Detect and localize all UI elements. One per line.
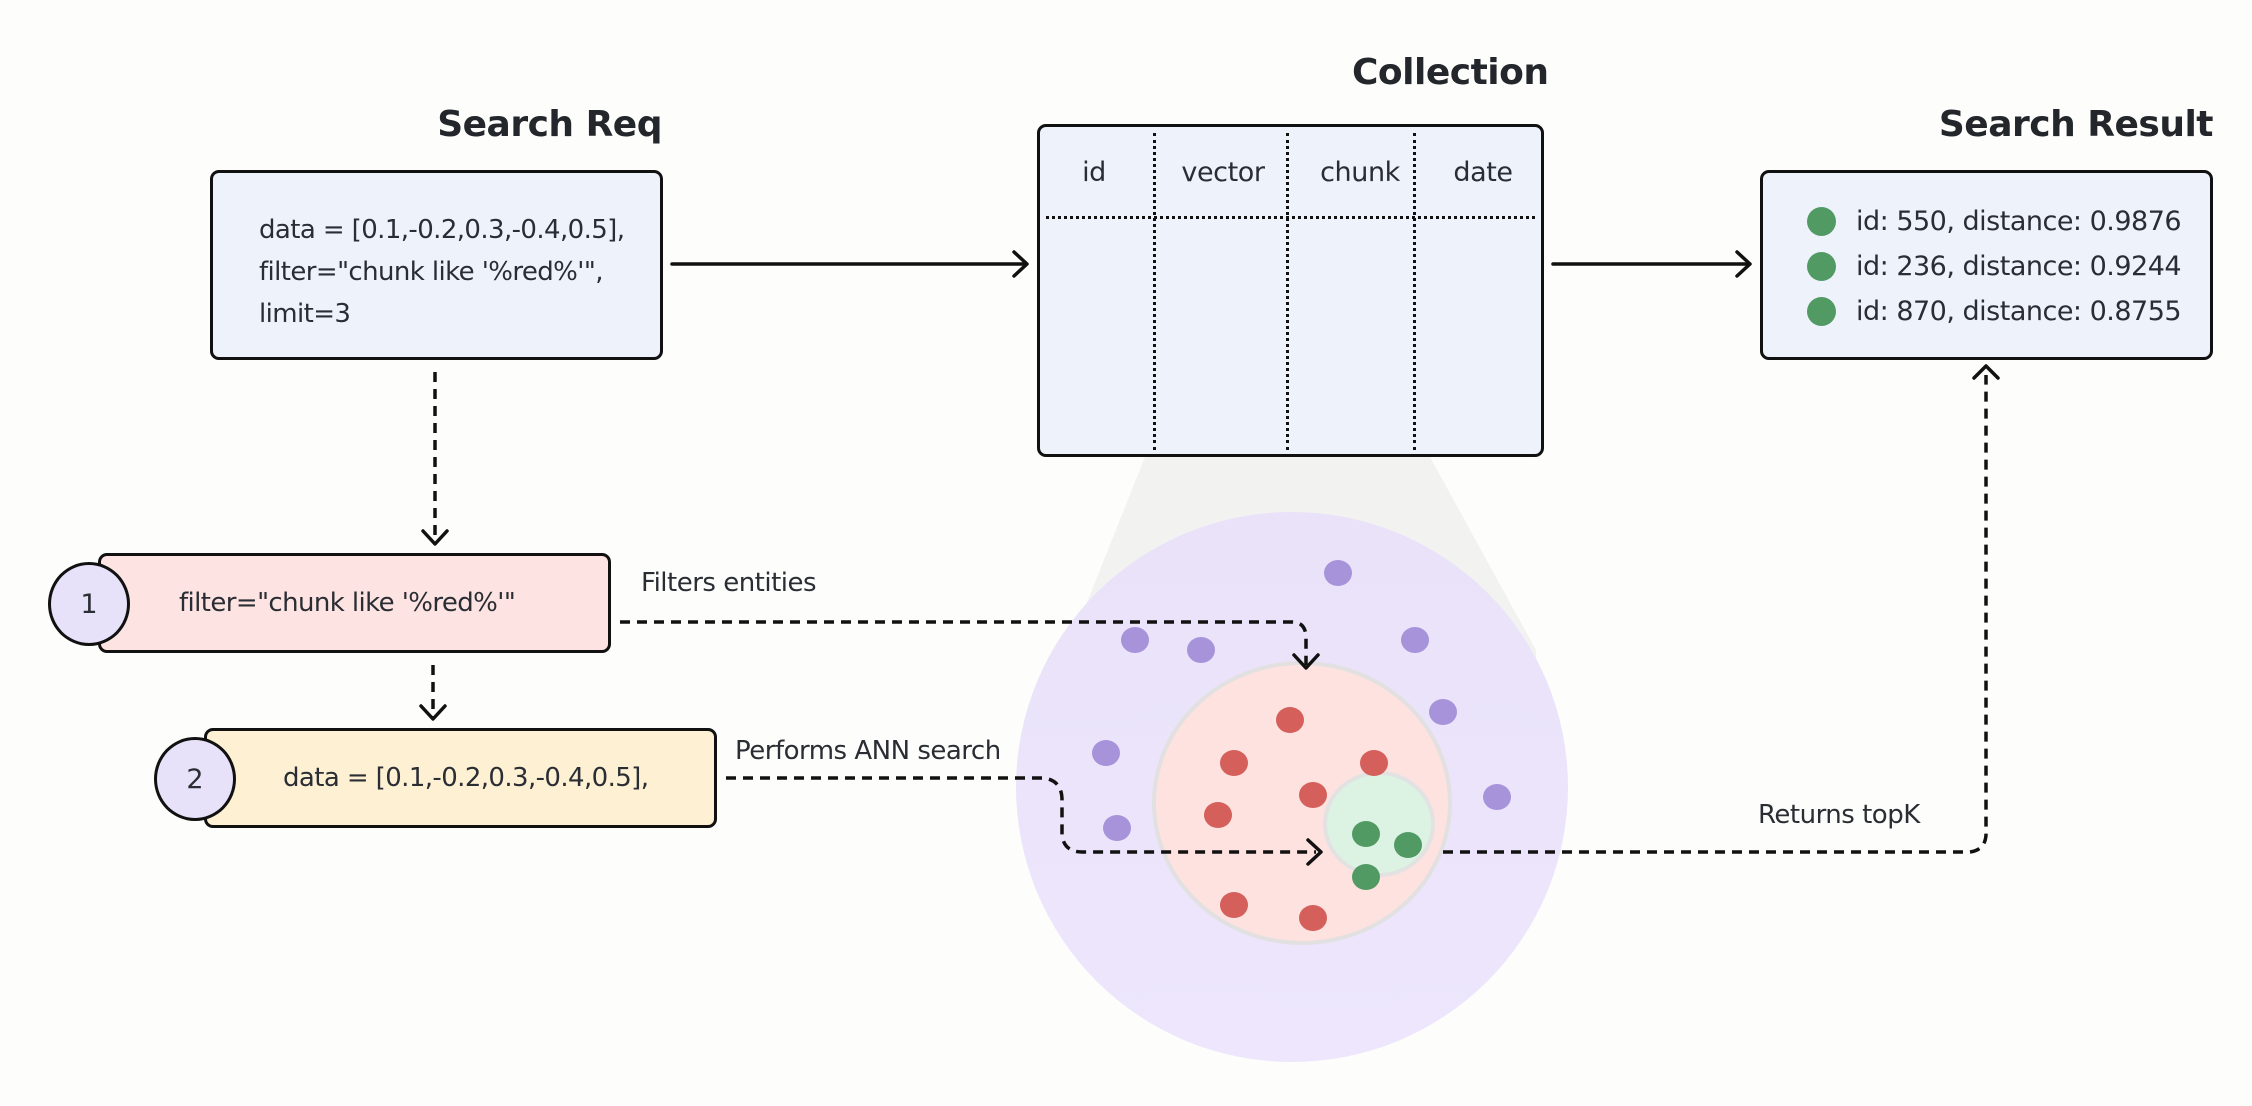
step1-text: filter="chunk like '%red%'" bbox=[179, 588, 516, 618]
header-divider bbox=[1046, 216, 1535, 219]
request-data-line: data = [0.1,-0.2,0.3,-0.4,0.5], bbox=[259, 215, 625, 245]
search-request-title: Search Req bbox=[437, 104, 662, 145]
column-header-id: id bbox=[1082, 157, 1106, 188]
search-result-title: Search Result bbox=[1938, 104, 2214, 145]
step2-ann-box: data = [0.1,-0.2,0.3,-0.4,0.5], bbox=[204, 728, 717, 828]
filtered-entity-dot bbox=[1299, 782, 1327, 808]
entity-dot bbox=[1092, 740, 1120, 766]
vector-space-topk-region bbox=[1323, 771, 1435, 877]
column-header-vector: vector bbox=[1181, 157, 1265, 188]
filtered-entity-dot bbox=[1220, 750, 1248, 776]
arrowhead-step1 bbox=[421, 529, 449, 546]
filtered-entity-dot bbox=[1360, 750, 1388, 776]
request-limit-line: limit=3 bbox=[259, 299, 351, 329]
result-text: id: 236, distance: 0.9244 bbox=[1856, 251, 2182, 282]
entity-dot bbox=[1103, 815, 1131, 841]
filtered-entity-dot bbox=[1276, 707, 1304, 733]
arrow-request-to-collection bbox=[670, 250, 1029, 278]
result-text: id: 550, distance: 0.9876 bbox=[1856, 206, 2182, 237]
result-text: id: 870, distance: 0.8755 bbox=[1856, 296, 2182, 327]
arrow-topk-to-result bbox=[1443, 375, 1988, 854]
step2-number-badge: 2 bbox=[154, 737, 236, 821]
result-item: id: 236, distance: 0.9244 bbox=[1807, 244, 2210, 289]
result-item: id: 870, distance: 0.8755 bbox=[1807, 289, 2210, 334]
arrow-collection-to-result bbox=[1551, 250, 1752, 278]
entity-dot bbox=[1187, 637, 1215, 663]
arrow-step2-to-topk bbox=[726, 776, 1316, 854]
filtered-entity-dot bbox=[1220, 892, 1248, 918]
column-divider bbox=[1286, 133, 1289, 450]
entity-dot bbox=[1429, 699, 1457, 725]
entity-dot bbox=[1121, 627, 1149, 653]
result-dot-icon bbox=[1807, 207, 1836, 236]
arrowhead-topk bbox=[1306, 838, 1323, 866]
step1-filter-box: filter="chunk like '%red%'" bbox=[98, 553, 611, 653]
step2-text: data = [0.1,-0.2,0.3,-0.4,0.5], bbox=[283, 763, 649, 793]
entity-dot bbox=[1401, 627, 1429, 653]
topk-entity-dot bbox=[1352, 864, 1380, 890]
collection-table: id vector chunk date bbox=[1037, 124, 1544, 457]
arrowhead-result bbox=[1972, 364, 2000, 380]
collection-title: Collection bbox=[1352, 52, 1549, 93]
arrowhead-step2 bbox=[419, 704, 447, 721]
search-request-box: data = [0.1,-0.2,0.3,-0.4,0.5], filter="… bbox=[210, 170, 663, 360]
column-header-chunk: chunk bbox=[1320, 157, 1400, 188]
returns-topk-label: Returns topK bbox=[1758, 800, 1920, 830]
filtered-entity-dot bbox=[1204, 802, 1232, 828]
step1-number-badge: 1 bbox=[48, 562, 130, 646]
topk-entity-dot bbox=[1394, 832, 1422, 858]
column-header-date: date bbox=[1453, 157, 1513, 188]
result-dot-icon bbox=[1807, 252, 1836, 281]
topk-entity-dot bbox=[1352, 821, 1380, 847]
performs-ann-search-label: Performs ANN search bbox=[735, 736, 1001, 766]
result-dot-icon bbox=[1807, 297, 1836, 326]
column-divider bbox=[1413, 133, 1416, 450]
arrow-step1-to-filtered bbox=[620, 620, 1308, 665]
column-divider bbox=[1153, 133, 1156, 450]
entity-dot bbox=[1324, 560, 1352, 586]
search-result-box: id: 550, distance: 0.9876 id: 236, dista… bbox=[1760, 170, 2213, 360]
arrowhead-filtered bbox=[1292, 653, 1320, 670]
entity-dot bbox=[1483, 784, 1511, 810]
result-item: id: 550, distance: 0.9876 bbox=[1807, 199, 2210, 244]
filters-entities-label: Filters entities bbox=[641, 568, 817, 598]
filtered-entity-dot bbox=[1299, 905, 1327, 931]
request-filter-line: filter="chunk like '%red%'", bbox=[259, 257, 603, 287]
